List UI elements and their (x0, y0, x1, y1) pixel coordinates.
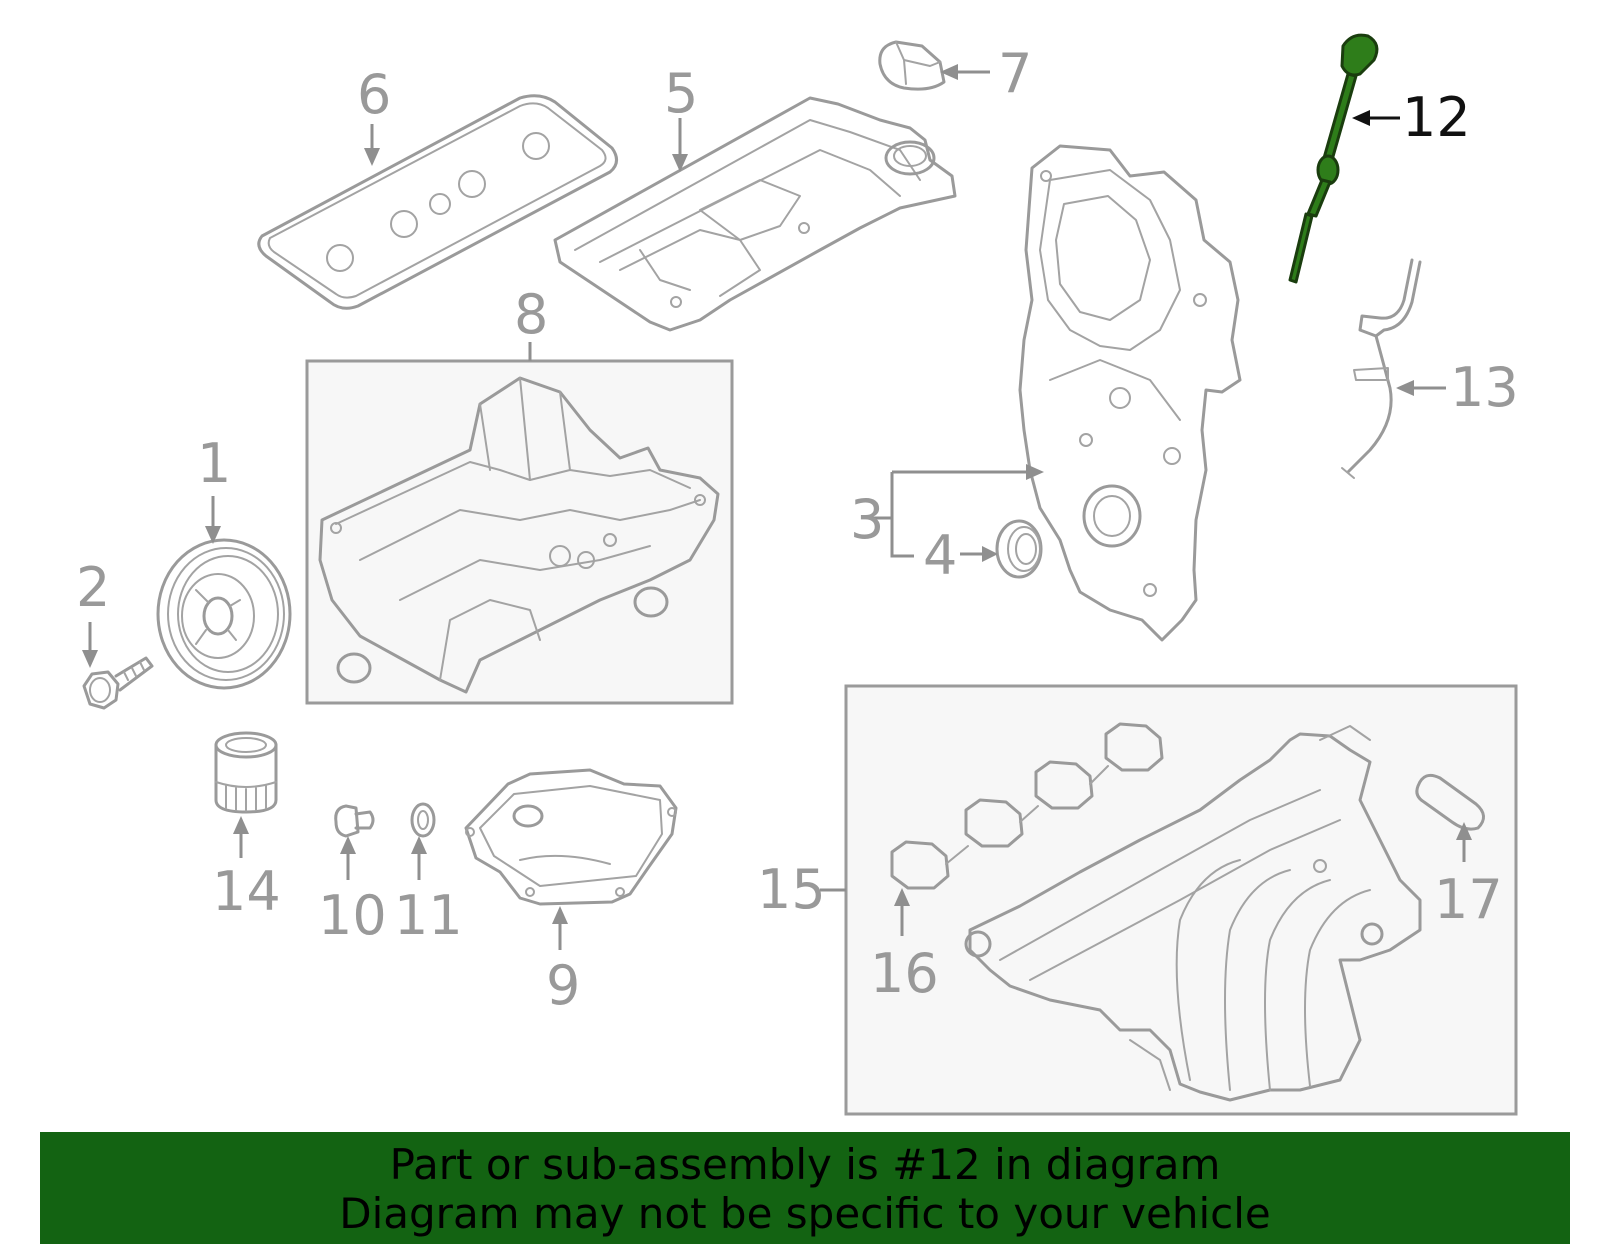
callout-10[interactable]: 10 (318, 884, 387, 947)
part-1-crank-pulley[interactable] (156, 538, 292, 690)
part-14-oil-filter[interactable] (214, 731, 278, 814)
part-3-timing-cover[interactable] (1018, 144, 1242, 642)
callout-15[interactable]: 15 (757, 858, 826, 921)
callout-2[interactable]: 2 (76, 556, 110, 619)
part-17-throttle-gasket[interactable] (1415, 773, 1485, 831)
callout-3[interactable]: 3 (850, 488, 884, 551)
callout-7[interactable]: 7 (998, 42, 1032, 105)
part-10-drain-plug[interactable] (334, 804, 375, 838)
callout-12[interactable]: 12 (1402, 86, 1471, 149)
callout-4[interactable]: 4 (923, 524, 957, 587)
callout-14[interactable]: 14 (212, 860, 281, 923)
part-4-crank-seal[interactable] (995, 519, 1043, 579)
part-9-lower-oil-pan[interactable] (464, 768, 678, 906)
callout-13[interactable]: 13 (1450, 356, 1519, 419)
leader-lines (82, 64, 1472, 950)
part-info-banner: Part or sub-assembly is #12 in diagram D… (40, 1132, 1570, 1244)
callout-8[interactable]: 8 (514, 283, 548, 346)
callout-11[interactable]: 11 (394, 884, 463, 947)
callout-6[interactable]: 6 (357, 63, 391, 126)
banner-line-1: Part or sub-assembly is #12 in diagram (389, 1140, 1221, 1189)
oil-pan-upper-box (305, 359, 734, 705)
part-13-dipstick-tube[interactable] (1341, 258, 1422, 479)
part-11-drain-washer[interactable] (410, 802, 436, 838)
banner-line-2: Diagram may not be specific to your vehi… (339, 1189, 1271, 1238)
callout-5[interactable]: 5 (664, 62, 698, 125)
part-7-oil-filler-cap[interactable] (878, 40, 946, 91)
callout-17[interactable]: 17 (1434, 868, 1503, 931)
part-8-upper-oil-pan[interactable] (318, 376, 720, 694)
callout-9[interactable]: 9 (546, 954, 580, 1017)
part-6-valve-cover-gasket[interactable] (257, 94, 618, 310)
part-12-oil-dipstick[interactable] (1288, 33, 1379, 284)
part-2-pulley-bolt[interactable] (82, 656, 154, 710)
callout-1[interactable]: 1 (197, 432, 231, 495)
callout-labels: 1 2 3 4 5 6 7 8 9 10 11 12 13 14 15 16 1… (76, 42, 1519, 1017)
part-5-valve-cover[interactable] (553, 96, 957, 332)
part-15-intake-manifold[interactable] (964, 725, 1422, 1102)
callout-16[interactable]: 16 (870, 942, 939, 1005)
part-16-intake-gasket[interactable] (890, 722, 1164, 890)
